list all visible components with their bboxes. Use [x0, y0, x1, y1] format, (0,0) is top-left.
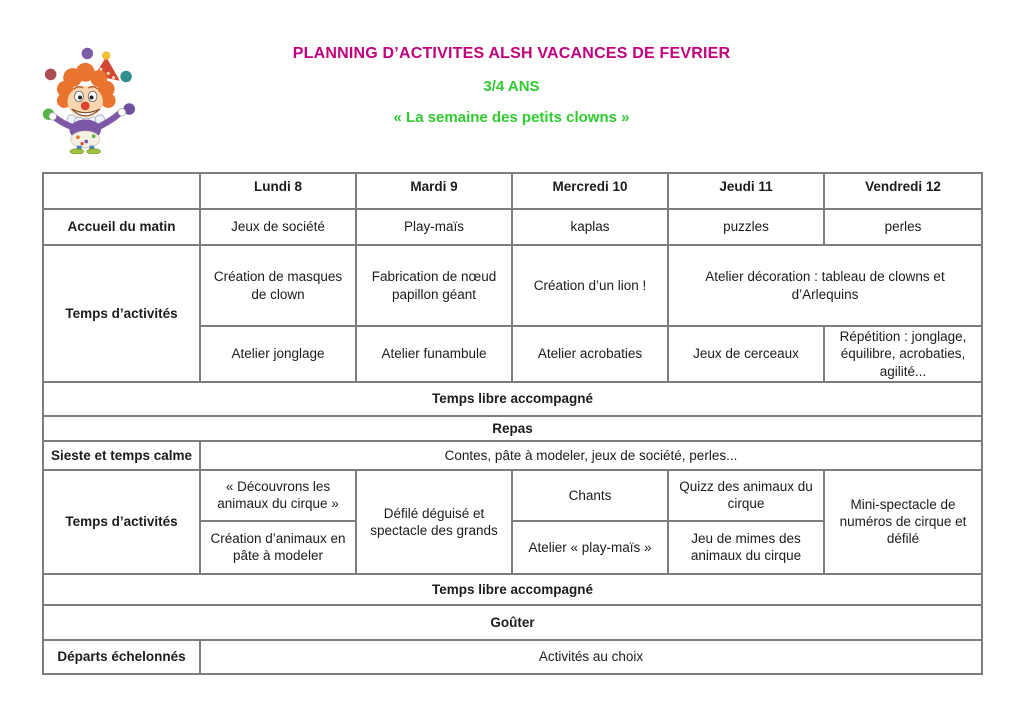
cell-apm1-mercredi: Chants	[511, 468, 669, 522]
cell-accueil-vendredi: perles	[823, 208, 983, 246]
row-label-accueil-du-matin: Accueil du matin	[42, 208, 201, 246]
clown-icon	[42, 47, 135, 155]
cell-accueil-lundi: Jeux de société	[199, 208, 357, 246]
row-repas: Repas	[42, 414, 983, 442]
temps-libre-row-2: Temps libre accompagné	[42, 572, 983, 606]
cell-activite1-lundi: Création de masques de clown	[199, 244, 357, 327]
temps-libre-row-1: Temps libre accompagné	[42, 380, 983, 417]
col-header-vendredi: Vendredi 12	[823, 172, 983, 210]
cell-accueil-mardi: Play-maïs	[355, 208, 513, 246]
row-temps-libre-accompagne-1: Temps libre accompagné	[42, 380, 983, 417]
cell-apm2-jeudi: Jeu de mimes des animaux du cirque	[667, 519, 825, 575]
col-header-jeudi: Jeudi 11	[667, 172, 825, 210]
activites-apm-row-2: Création d’animaux en pâte à modeler Ate…	[43, 519, 982, 575]
cell-activite2-mercredi: Atelier acrobaties	[511, 325, 669, 383]
cell-activite1-mercredi: Création d’un lion !	[511, 244, 669, 327]
cell-apm2-mercredi: Atelier « play-maïs »	[511, 519, 669, 575]
document-header: PLANNING D’ACTIVITES ALSH VACANCES DE FE…	[42, 45, 981, 126]
day-header-row: Lundi 8 Mardi 9 Mercredi 10 Jeudi 11 Ven…	[42, 172, 983, 210]
row-label-temps-activites-apm: Temps d’activités	[42, 468, 201, 575]
juggling-clown-image	[36, 42, 146, 155]
repas-row: Repas	[42, 414, 983, 442]
col-header-lundi: Lundi 8	[199, 172, 357, 210]
cell-apm1-lundi: « Découvrons les animaux du cirque »	[199, 468, 357, 522]
cell-apm-mardi: Défilé déguisé et spectacle des grands	[355, 468, 513, 575]
cell-sieste-activites: Contes, pâte à modeler, jeux de société,…	[199, 439, 983, 471]
row-temps-libre-accompagne-2: Temps libre accompagné	[42, 572, 983, 606]
gouter-row: Goûter	[42, 603, 983, 641]
col-header-mardi: Mardi 9	[355, 172, 513, 210]
cell-activite2-jeudi: Jeux de cerceaux	[667, 325, 825, 383]
activites-matin-row-2: Atelier jonglage Atelier funambule Ateli…	[43, 325, 983, 383]
cell-apm-vendredi: Mini-spectacle de numéros de cirque et d…	[823, 468, 983, 575]
accueil-row: Accueil du matin Jeux de société Play-ma…	[42, 208, 983, 246]
cell-apm1-jeudi: Quizz des animaux du cirque	[667, 468, 825, 522]
sieste-row: Sieste et temps calme Contes, pâte à mod…	[42, 439, 983, 471]
row-label-departs-echelonnes: Départs échelonnés	[42, 638, 201, 675]
week-theme-title: « La semaine des petits clowns »	[393, 109, 630, 126]
row-label-temps-activites-matin: Temps d’activités	[42, 244, 201, 383]
col-header-mercredi: Mercredi 10	[511, 172, 669, 210]
row-gouter: Goûter	[42, 603, 983, 641]
cell-accueil-jeudi: puzzles	[667, 208, 825, 246]
cell-apm2-lundi: Création d’animaux en pâte à modeler	[199, 519, 357, 575]
activites-matin-row-1: Temps d’activités Création de masques de…	[42, 244, 983, 383]
cell-activite1-jeudi-vendredi: Atelier décoration : tableau de clowns e…	[667, 244, 983, 327]
cell-activite2-vendredi: Répétition : jonglage, équilibre, acroba…	[823, 325, 983, 383]
cell-activite1-mardi: Fabrication de nœud papillon géant	[355, 244, 513, 327]
cell-accueil-mercredi: kaplas	[511, 208, 669, 246]
cell-activite2-lundi: Atelier jonglage	[199, 325, 357, 383]
row-label-sieste-et-temps-calme: Sieste et temps calme	[42, 439, 201, 471]
activites-apm-row-1: Temps d’activités « Découvrons les anima…	[42, 468, 983, 575]
departs-row: Départs échelonnés Activités au choix	[42, 638, 983, 675]
age-group-subtitle: 3/4 ANS	[483, 78, 540, 95]
cell-departs-activites: Activités au choix	[199, 638, 983, 675]
planning-table: Lundi 8 Mardi 9 Mercredi 10 Jeudi 11 Ven…	[42, 172, 983, 675]
page-title: PLANNING D’ACTIVITES ALSH VACANCES DE FE…	[292, 45, 731, 62]
corner-cell	[42, 172, 201, 210]
cell-activite2-mardi: Atelier funambule	[355, 325, 513, 383]
